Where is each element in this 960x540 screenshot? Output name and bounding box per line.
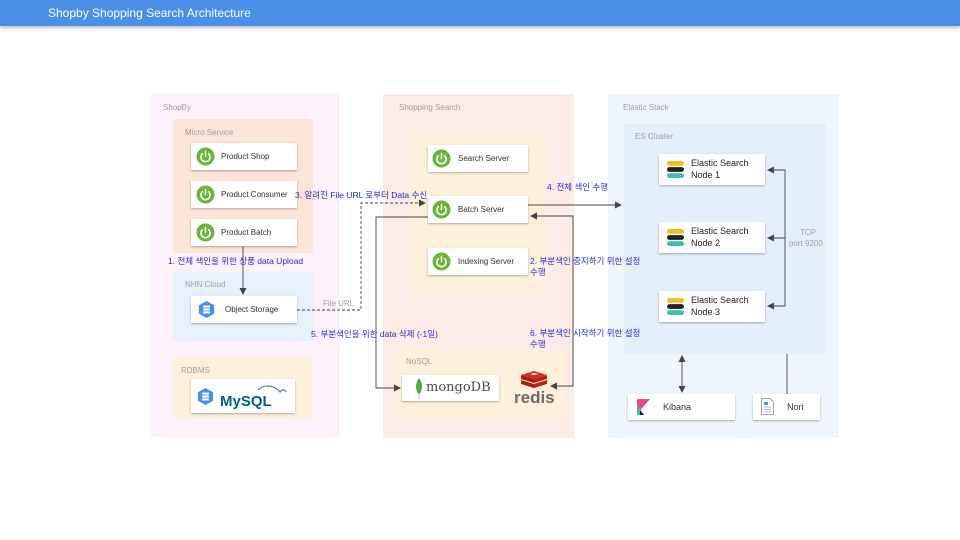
elastic-stack-label: Elastic Stack: [623, 103, 669, 112]
step2-note-line1: 2. 부분색인 중지하기 위한 설정: [530, 256, 641, 266]
kibana-label: Kibana: [663, 402, 692, 412]
nosql-label: NoSQL: [406, 357, 433, 366]
object-storage-card[interactable]: Object Storage: [191, 296, 297, 323]
nori-card[interactable]: Nori: [753, 394, 820, 420]
product-batch-label: Product Batch: [221, 228, 272, 237]
batch-to-mongodb-arrow: [375, 216, 428, 392]
storage-hexagon-icon: [197, 387, 214, 406]
file-url-label: File URL: [323, 299, 355, 308]
es-node1-card[interactable]: Elastic Search Node 1: [659, 154, 765, 185]
product-batch-card[interactable]: Product Batch: [191, 219, 297, 246]
es-node3-card[interactable]: Elastic Search Node 3: [659, 291, 765, 322]
file-icon: [761, 398, 774, 415]
step6-note-line2: 수행: [530, 339, 546, 349]
es-cluster-label: ES Cluster: [635, 132, 674, 141]
object-storage-label: Object Storage: [225, 305, 279, 314]
mysql-card[interactable]: MySQL: [191, 379, 295, 413]
elastic-logo-icon: [667, 298, 684, 315]
es-node1-title: Elastic Search: [691, 158, 749, 168]
nori-label: Nori: [787, 402, 804, 412]
step6-note-line1: 6. 부분색인 시작하기 위한 설정: [530, 328, 641, 338]
product-shop-label: Product Shop: [221, 152, 270, 161]
batch-server-label: Batch Server: [458, 205, 505, 214]
batch-redis-arrow: [530, 212, 574, 390]
indexing-server-label: Indexing Server: [458, 257, 515, 266]
spring-power-icon: [432, 200, 451, 219]
step3-note: 3. 알려진 File URL 로부터 Data 수신: [295, 190, 428, 200]
es-node3-title: Elastic Search: [691, 295, 749, 305]
nhn-cloud-label: NHN Cloud: [185, 280, 226, 289]
page-title: Shopby Shopping Search Architecture: [48, 6, 251, 20]
spring-power-icon: [196, 147, 215, 166]
mongodb-label: mongoDB: [426, 380, 491, 395]
product-consumer-card[interactable]: Product Consumer: [191, 181, 297, 208]
mysql-logo-text: MySQL: [220, 393, 272, 410]
shopping-search-label: Shopping Search: [399, 103, 461, 112]
step5-note: 5. 부분색인을 위한 data 삭제 (-1일): [311, 329, 438, 339]
product-consumer-label: Product Consumer: [221, 190, 288, 199]
elastic-logo-icon: [667, 161, 684, 178]
spring-power-icon: [196, 185, 215, 204]
mongodb-leaf-icon: [416, 378, 422, 399]
spring-power-icon: [196, 223, 215, 242]
search-server-card[interactable]: Search Server: [428, 145, 528, 172]
search-server-label: Search Server: [458, 154, 510, 163]
spring-power-icon: [432, 252, 451, 271]
mongodb-card[interactable]: mongoDB: [402, 375, 499, 401]
tcp-label: TCP: [800, 228, 816, 237]
es-node2-title: Elastic Search: [691, 226, 749, 236]
mysql-logo: MySQL: [220, 385, 287, 410]
file-url-dashed-arrow: [297, 199, 426, 311]
kibana-card[interactable]: Kibana: [628, 394, 735, 420]
port-label: port 9200: [789, 239, 823, 248]
storage-hexagon-icon: [198, 300, 215, 319]
spring-power-icon: [432, 149, 451, 168]
step1-note: 1. 전체 색인을 위한 상품 data Upload: [168, 256, 304, 266]
es-node2-name: Node 2: [691, 238, 721, 248]
es-node3-name: Node 3: [691, 307, 721, 317]
redis-label: redis: [514, 388, 555, 407]
step2-note-line2: 수행: [530, 267, 546, 277]
shopby-label: ShopBy: [163, 103, 192, 112]
product-shop-card[interactable]: Product Shop: [191, 143, 297, 170]
indexing-server-card[interactable]: Indexing Server: [428, 248, 528, 275]
elastic-logo-icon: [667, 229, 684, 246]
header-bar: Shopby Shopping Search Architecture: [0, 0, 960, 26]
es-node1-name: Node 1: [691, 170, 721, 180]
rdbms-label: RDBMS: [181, 366, 210, 375]
kibana-logo-icon: [637, 399, 650, 415]
es-node2-card[interactable]: Elastic Search Node 2: [659, 222, 765, 253]
batch-server-card[interactable]: Batch Server: [428, 196, 528, 223]
step4-note: 4. 전체 색인 수행: [547, 182, 609, 192]
micro-service-label: Micro Service: [185, 128, 234, 137]
